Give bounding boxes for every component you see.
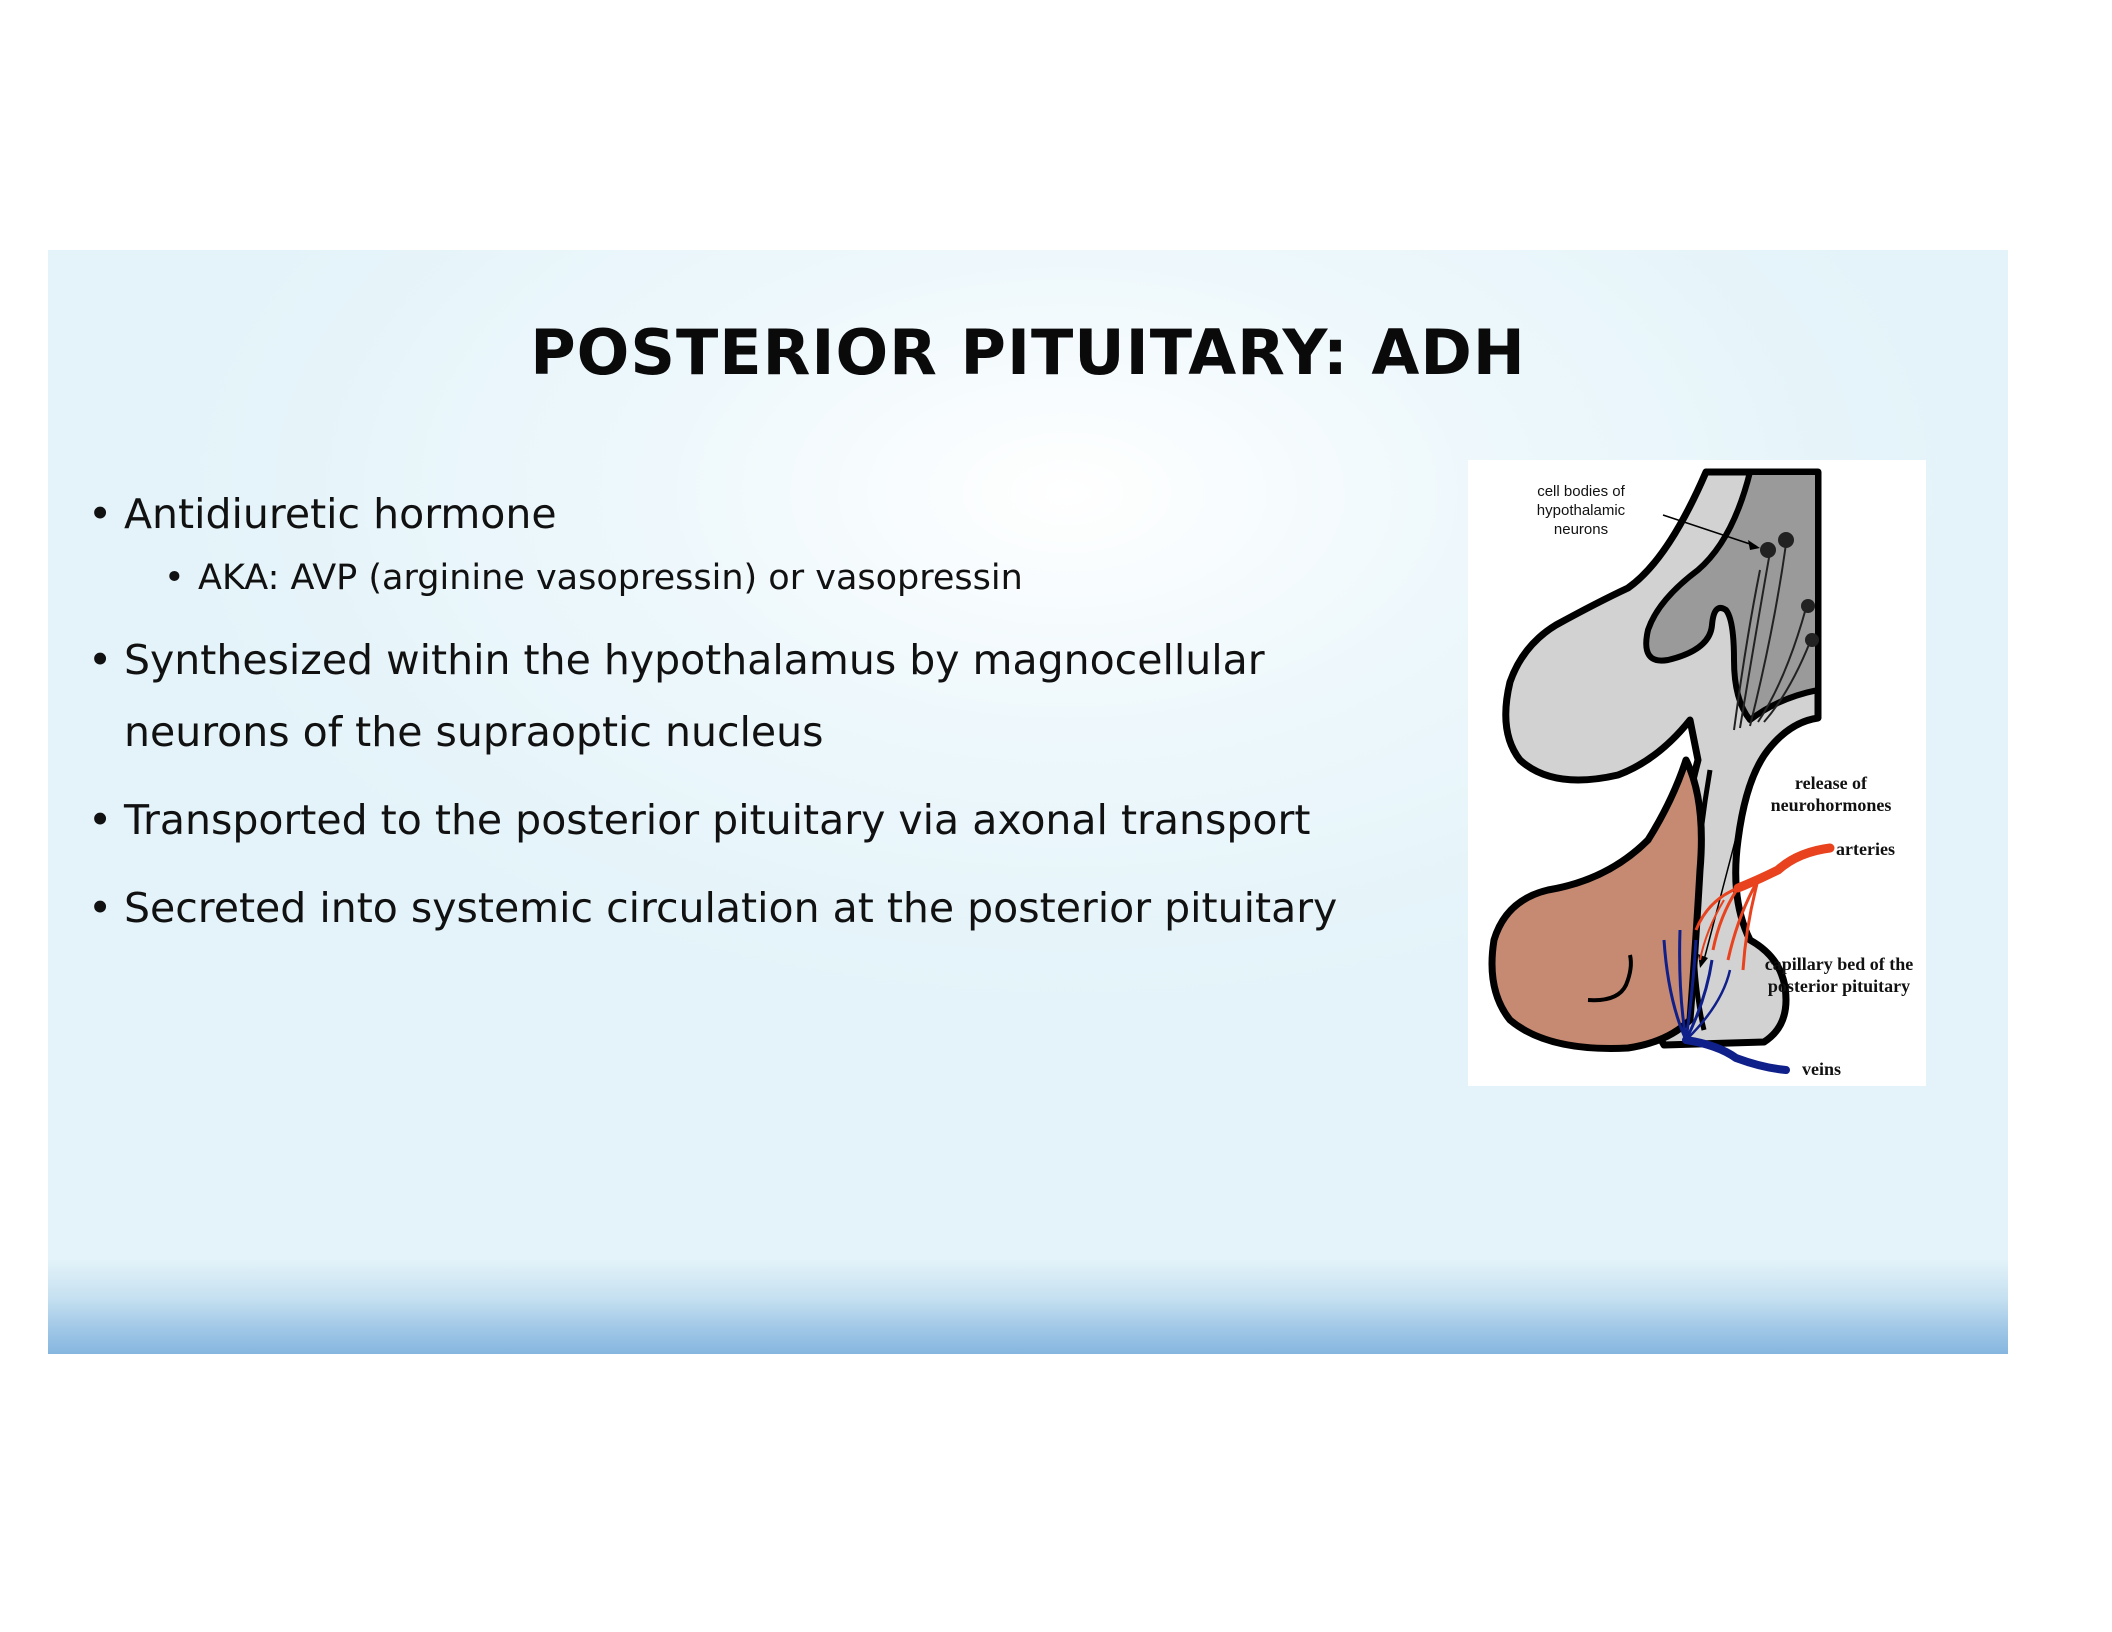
bullet-item: Synthesized within the hypothalamus by m… <box>88 624 1428 768</box>
sub-bullet-item: AKA: AVP (arginine vasopressin) or vasop… <box>88 550 1428 606</box>
label-arrow <box>1662 514 1757 547</box>
bullet-item: Antidiuretic hormone <box>88 478 1428 550</box>
bullet-item: Transported to the posterior pituitary v… <box>88 784 1428 856</box>
arteries-vessels <box>1694 843 1835 971</box>
bullet-list: Antidiuretic hormone AKA: AVP (arginine … <box>88 478 1428 944</box>
axon-fibers <box>1733 543 1811 731</box>
pituitary-diagram: cell bodies of hypothalamic neurons rele… <box>1468 460 1926 1086</box>
neuron-cell-bodies <box>1760 532 1819 647</box>
label-cell-bodies: cell bodies of hypothalamic neurons <box>1536 483 1626 538</box>
lobe-curl <box>1587 954 1633 1003</box>
slide: POSTERIOR PITUITARY: ADH Antidiuretic ho… <box>48 250 2008 1354</box>
veins-vessels <box>1662 929 1790 1074</box>
label-release: release of neurohormones <box>1770 773 1892 815</box>
bullet-item: Secreted into systemic circulation at th… <box>88 872 1428 944</box>
label-arteries: arteries <box>1836 839 1895 859</box>
neuron-region-shape <box>1643 469 1821 723</box>
slide-title: POSTERIOR PITUITARY: ADH <box>530 316 1526 389</box>
label-capillary-bed: capillary bed of the posterior pituitary <box>1764 954 1914 996</box>
pituitary-illustration <box>1488 468 1835 1074</box>
anterior-lobe-shape <box>1488 756 1705 1052</box>
slide-footer-band <box>48 1259 2008 1354</box>
label-veins: veins <box>1802 1059 1842 1079</box>
